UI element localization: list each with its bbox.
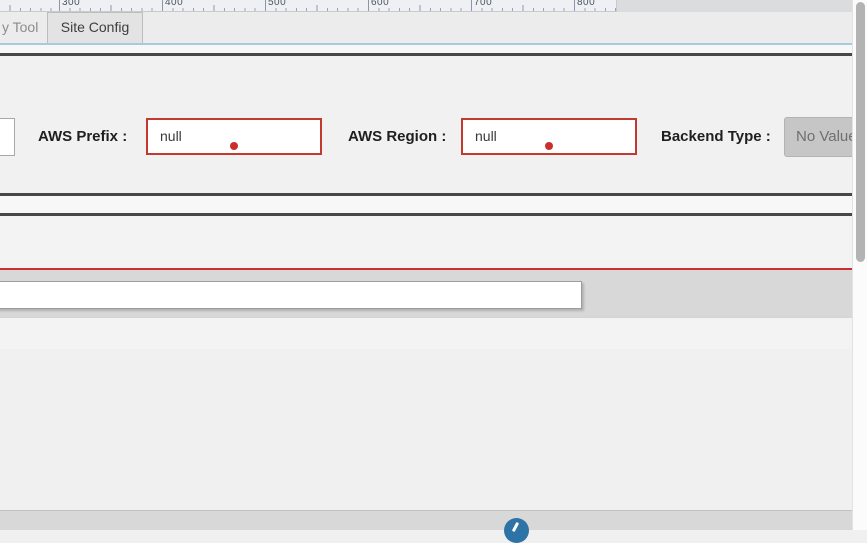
tab-bar: y Tool Site Config xyxy=(0,12,852,43)
backend-type-value-box[interactable]: No Value xyxy=(784,117,858,157)
footer-bar xyxy=(0,510,852,543)
ruler-label: 800 xyxy=(577,0,596,8)
horizontal-ruler: 300 400 500 600 700 800 xyxy=(0,0,617,12)
content-area xyxy=(0,349,852,510)
validation-error-dot xyxy=(230,142,238,150)
validation-error-dot xyxy=(545,142,553,150)
collapsed-section-band xyxy=(0,196,852,213)
tab-site-config[interactable]: Site Config xyxy=(47,12,143,43)
toolbar-band xyxy=(0,318,852,349)
ruler-label: 400 xyxy=(165,0,184,8)
aws-prefix-value: null xyxy=(160,128,182,144)
aws-region-label: AWS Region : xyxy=(348,128,447,145)
empty-section xyxy=(0,216,852,268)
aws-prefix-input[interactable]: null xyxy=(146,118,322,155)
tabbar-underline xyxy=(0,43,852,45)
ruler-label: 500 xyxy=(268,0,287,8)
ruler-gap xyxy=(617,0,852,12)
cut-off-input[interactable] xyxy=(0,118,15,156)
scrollbar-thumb[interactable] xyxy=(856,2,865,262)
wide-text-input[interactable] xyxy=(0,281,582,309)
backend-type-label: Backend Type : xyxy=(661,128,771,145)
section-divider-1 xyxy=(0,53,852,56)
spacer-band xyxy=(0,45,852,53)
aws-region-input[interactable]: null xyxy=(461,118,637,155)
ruler-label: 600 xyxy=(371,0,390,8)
aws-region-value: null xyxy=(475,128,497,144)
info-icon xyxy=(511,521,520,533)
tab-tool-label: y Tool xyxy=(2,19,39,35)
ruler-label: 300 xyxy=(62,0,81,8)
aws-prefix-label: AWS Prefix : xyxy=(38,128,128,145)
red-divider xyxy=(0,268,852,270)
vertical-scrollbar[interactable] xyxy=(852,0,867,530)
help-button[interactable] xyxy=(504,518,529,543)
site-config-form xyxy=(0,56,852,193)
ruler-label: 700 xyxy=(474,0,493,8)
section-divider-3 xyxy=(0,213,852,216)
tab-site-config-label: Site Config xyxy=(60,19,130,35)
tab-tool[interactable]: y Tool xyxy=(0,12,47,43)
section-divider-2 xyxy=(0,193,852,196)
